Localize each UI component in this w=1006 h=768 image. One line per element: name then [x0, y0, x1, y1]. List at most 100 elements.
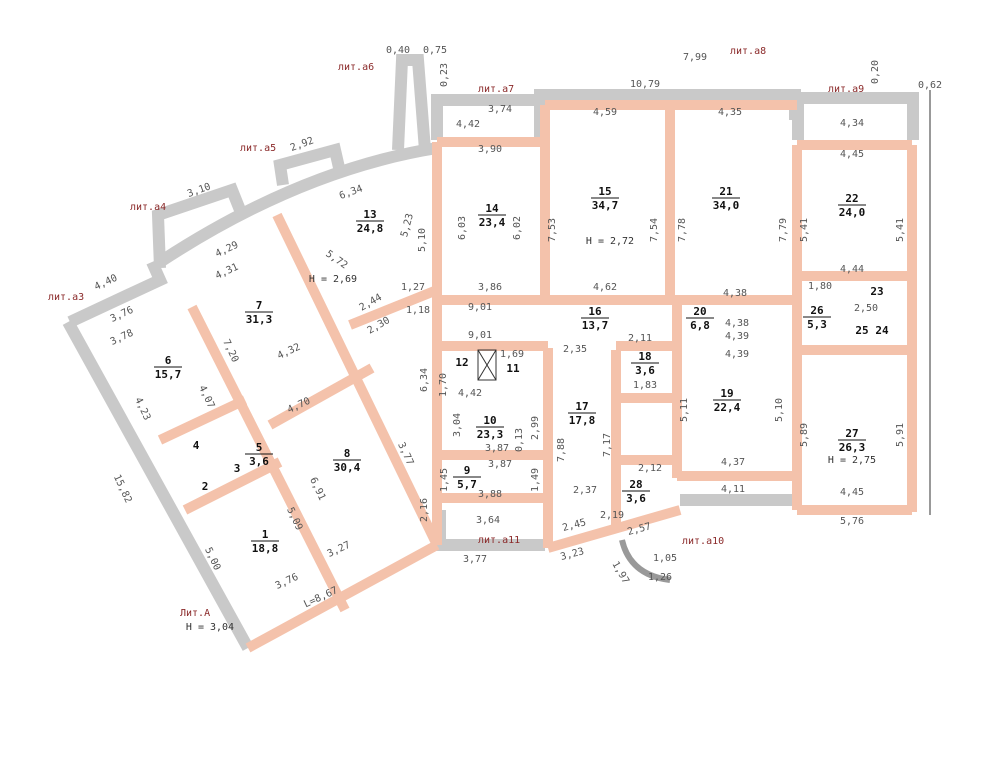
wall [182, 457, 283, 515]
dimension-label: 6,03 [457, 216, 468, 240]
dimension-label: 6,91 [307, 476, 327, 502]
dimension-label: 7,99 [683, 52, 707, 63]
wall-annex-a9 [792, 92, 919, 140]
dimension-label: 4,37 [721, 457, 745, 468]
dimension-label: 3,27 [326, 540, 352, 560]
room-area: 3,6 [249, 455, 269, 468]
dimension-label: 7,54 [649, 218, 660, 242]
dimension-label: 1,27 [401, 282, 425, 293]
dimension-label: 4,32 [276, 342, 302, 362]
height-labels: H = 2,69 H = 2,72 H = 2,75 [309, 236, 876, 466]
room-area: 23,4 [479, 216, 506, 229]
wall-annex-a4 [151, 182, 246, 269]
dimension-label: 5,41 [895, 218, 906, 242]
room-number: 19 [720, 387, 733, 400]
dimension-label: 4,59 [593, 107, 617, 118]
dimension-label: 2,50 [854, 303, 878, 314]
room-number: 24 [875, 324, 889, 337]
dimension-label: 3,87 [485, 443, 509, 454]
dimension-label: 0,23 [439, 63, 450, 87]
room-number: 9 [464, 464, 471, 477]
dimension-label: 5,76 [840, 516, 864, 527]
dimension-label: 6,34 [419, 368, 430, 392]
dimension-label: 5,23 [399, 212, 416, 238]
interior-walls [157, 100, 917, 653]
room-number: 3 [234, 462, 241, 475]
room-number: 6 [165, 354, 172, 367]
dimension-label: 3,77 [463, 554, 487, 565]
room-number: 23 [870, 285, 883, 298]
room-number: 26 [810, 304, 824, 317]
dimension-label: 0,20 [870, 60, 881, 84]
dimension-label: 0,13 [514, 428, 525, 452]
shaft-cross [477, 349, 497, 381]
dimension-label: 4,31 [214, 262, 240, 282]
wall [157, 395, 248, 445]
lit-label-a7: лит.а7 [478, 84, 514, 95]
wall [245, 540, 440, 653]
dimension-label: 0,75 [423, 45, 447, 56]
lit-label-a8: лит.а8 [730, 46, 766, 57]
dimension-label: 1,18 [406, 305, 430, 316]
room-area: 22,4 [714, 401, 741, 414]
wall [348, 285, 439, 330]
dimension-label: 4,23 [132, 396, 152, 422]
dimension-label: 7,17 [602, 433, 613, 457]
wall-annex-a5 [273, 142, 346, 186]
room-number: 11 [506, 362, 520, 375]
room-area: 13,7 [582, 319, 609, 332]
dimension-label: 1,80 [808, 281, 832, 292]
room-area: 17,8 [569, 414, 596, 427]
building-lit-label: Лит.А [180, 608, 210, 619]
height-label: H = 2,72 [586, 236, 634, 247]
room-area: 5,3 [807, 318, 827, 331]
room-number: 13 [363, 208, 376, 221]
dimension-label: 4,35 [718, 107, 742, 118]
room-area: 24,0 [839, 206, 866, 219]
dimension-label: 3,76 [274, 572, 300, 592]
dimension-label: 10,79 [630, 79, 660, 90]
height-label: H = 2,69 [309, 274, 357, 285]
dimension-label: 3,87 [488, 459, 512, 470]
room-number: 16 [588, 305, 602, 318]
lit-label-a5: лит.а5 [240, 143, 276, 154]
dimension-label: 4,39 [725, 331, 749, 342]
dimension-label: 9,01 [468, 330, 492, 341]
dimension-label: 7,53 [547, 218, 558, 242]
dimension-label: 5,09 [284, 506, 304, 532]
dimension-label: 3,04 [452, 413, 463, 437]
dimension-label: 4,42 [456, 119, 480, 130]
room-number: 1 [262, 528, 269, 541]
building-height-label: H = 3,04 [186, 622, 234, 633]
room-area: 6,8 [690, 319, 710, 332]
dimension-label: 4,40 [93, 273, 119, 293]
room-area: 24,8 [357, 222, 384, 235]
height-label: H = 2,75 [828, 455, 876, 466]
dimension-label: 0,40 [386, 45, 410, 56]
room-number: 20 [693, 305, 706, 318]
dimension-label: 1,05 [653, 553, 677, 564]
room-number: 5 [256, 441, 263, 454]
room-area: 18,8 [252, 542, 279, 555]
elevator-shaft [477, 349, 497, 381]
room-area: 30,4 [334, 461, 361, 474]
room-number: 7 [256, 299, 263, 312]
dimension-label: 4,29 [214, 240, 240, 260]
room-number: 15 [598, 185, 611, 198]
room-number: 22 [845, 192, 858, 205]
room-number: 10 [483, 414, 496, 427]
lit-label-a9: лит.а9 [828, 84, 864, 95]
wall [187, 304, 350, 613]
room-number: 18 [638, 350, 651, 363]
dimension-label: 5,11 [679, 398, 690, 422]
room-number: 2 [202, 480, 209, 493]
dimension-label: 1,69 [500, 349, 524, 360]
lit-label-a11: лит.а11 [478, 535, 520, 546]
room-area: 34,7 [592, 199, 619, 212]
room-number: 12 [455, 356, 468, 369]
dimension-label: 2,12 [638, 463, 662, 474]
room-number: 25 [855, 324, 868, 337]
dimension-label: 6,34 [338, 183, 364, 202]
dimension-label: 3,64 [476, 515, 500, 526]
